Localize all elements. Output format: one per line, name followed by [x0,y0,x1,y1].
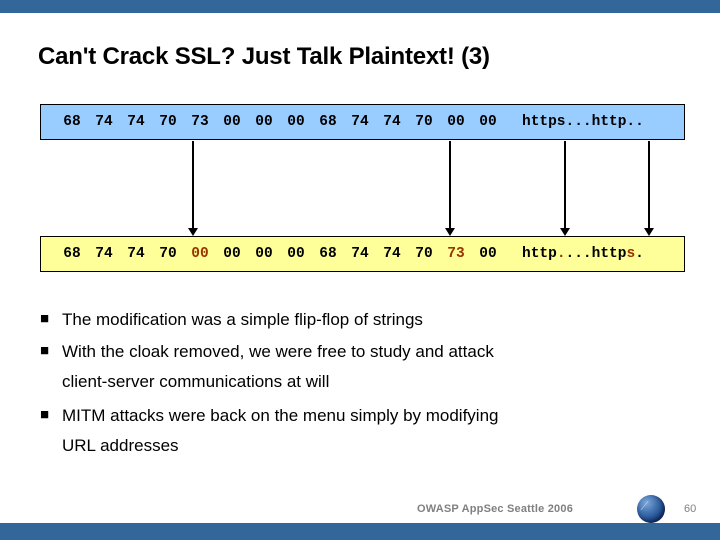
hex-byte: 70 [415,246,433,262]
hex-bytes-modified: 68 74 74 70 00 00 00 00 68 74 74 70 73 00 [41,246,504,262]
list-item-line: client-server communications at will [62,372,330,391]
list-item-text: MITM attacks were back on the menu simpl… [62,404,499,459]
bullet-marker-icon: ■ [40,310,50,327]
hex-byte: 68 [319,246,337,262]
page-title: Can't Crack SSL? Just Talk Plaintext! (3… [38,43,490,70]
hex-byte: 00 [447,114,465,130]
ascii-segment: . [635,246,644,262]
hex-byte: 68 [319,114,337,130]
hex-byte: 00 [479,246,497,262]
list-item-line: URL addresses [62,436,179,455]
list-item: ■ The modification was a simple flip-flop… [40,308,690,331]
hex-byte: 00 [255,246,273,262]
hex-byte: 74 [95,114,113,130]
list-item: ■ MITM attacks were back on the menu simp… [40,404,690,459]
hex-byte: 74 [383,114,401,130]
list-item-text: With the cloak removed, we were free to … [62,340,494,395]
list-item-line: MITM attacks were back on the menu simpl… [62,406,499,425]
bullet-list: ■ The modification was a simple flip-flop… [40,308,690,468]
hex-byte: 74 [95,246,113,262]
hex-byte: 00 [223,114,241,130]
hex-bytes-original: 68 74 74 70 73 00 00 00 68 74 74 70 00 00 [41,114,504,130]
hex-byte: 00 [191,246,209,262]
hex-byte: 70 [415,114,433,130]
ascii-segment: ...http [565,246,627,262]
hex-byte: 74 [127,114,145,130]
ascii-segment: http [522,246,557,262]
globe-glyph: ∕ [644,498,647,513]
hex-byte: 68 [63,246,81,262]
arrow-ascii-1-icon [560,141,570,236]
hex-byte: 74 [351,114,369,130]
hex-byte: 00 [287,114,305,130]
hex-byte: 73 [447,246,465,262]
arrow-byte-13-icon [445,141,455,236]
hex-byte: 73 [191,114,209,130]
bottom-accent-bar [0,523,720,540]
page-number: 60 [684,503,697,515]
hex-byte: 70 [159,246,177,262]
list-item-text: The modification was a simple flip-flop … [62,308,423,331]
hex-ascii-original: https...http.. [522,114,644,130]
bullet-marker-icon: ■ [40,342,50,359]
ascii-segment: s [626,246,636,262]
hex-byte: 00 [479,114,497,130]
list-item-line: The modification was a simple flip-flop … [62,310,423,329]
hex-byte: 00 [287,246,305,262]
arrow-ascii-2-icon [644,141,654,236]
hex-byte: 74 [383,246,401,262]
footer-conference-label: OWASP AppSec Seattle 2006 [417,503,574,515]
hex-byte: 74 [351,246,369,262]
arrow-byte-5-icon [188,141,198,236]
bullet-marker-icon: ■ [40,406,50,423]
list-item-line: With the cloak removed, we were free to … [62,342,494,361]
hex-byte: 00 [255,114,273,130]
hex-byte: 68 [63,114,81,130]
hex-byte: 70 [159,114,177,130]
hex-byte: 00 [223,246,241,262]
ascii-segment: https...http.. [522,114,644,130]
hex-row-original: 68 74 74 70 73 00 00 00 68 74 74 70 00 00 https...htt… [40,104,685,140]
ascii-segment: . [556,246,566,262]
list-item: ■ With the cloak removed, we were free to… [40,340,690,395]
hex-byte: 74 [127,246,145,262]
hex-ascii-modified: http....https. [522,246,644,262]
top-accent-bar [0,0,720,13]
owasp-globe-icon: ∕ [637,495,665,523]
